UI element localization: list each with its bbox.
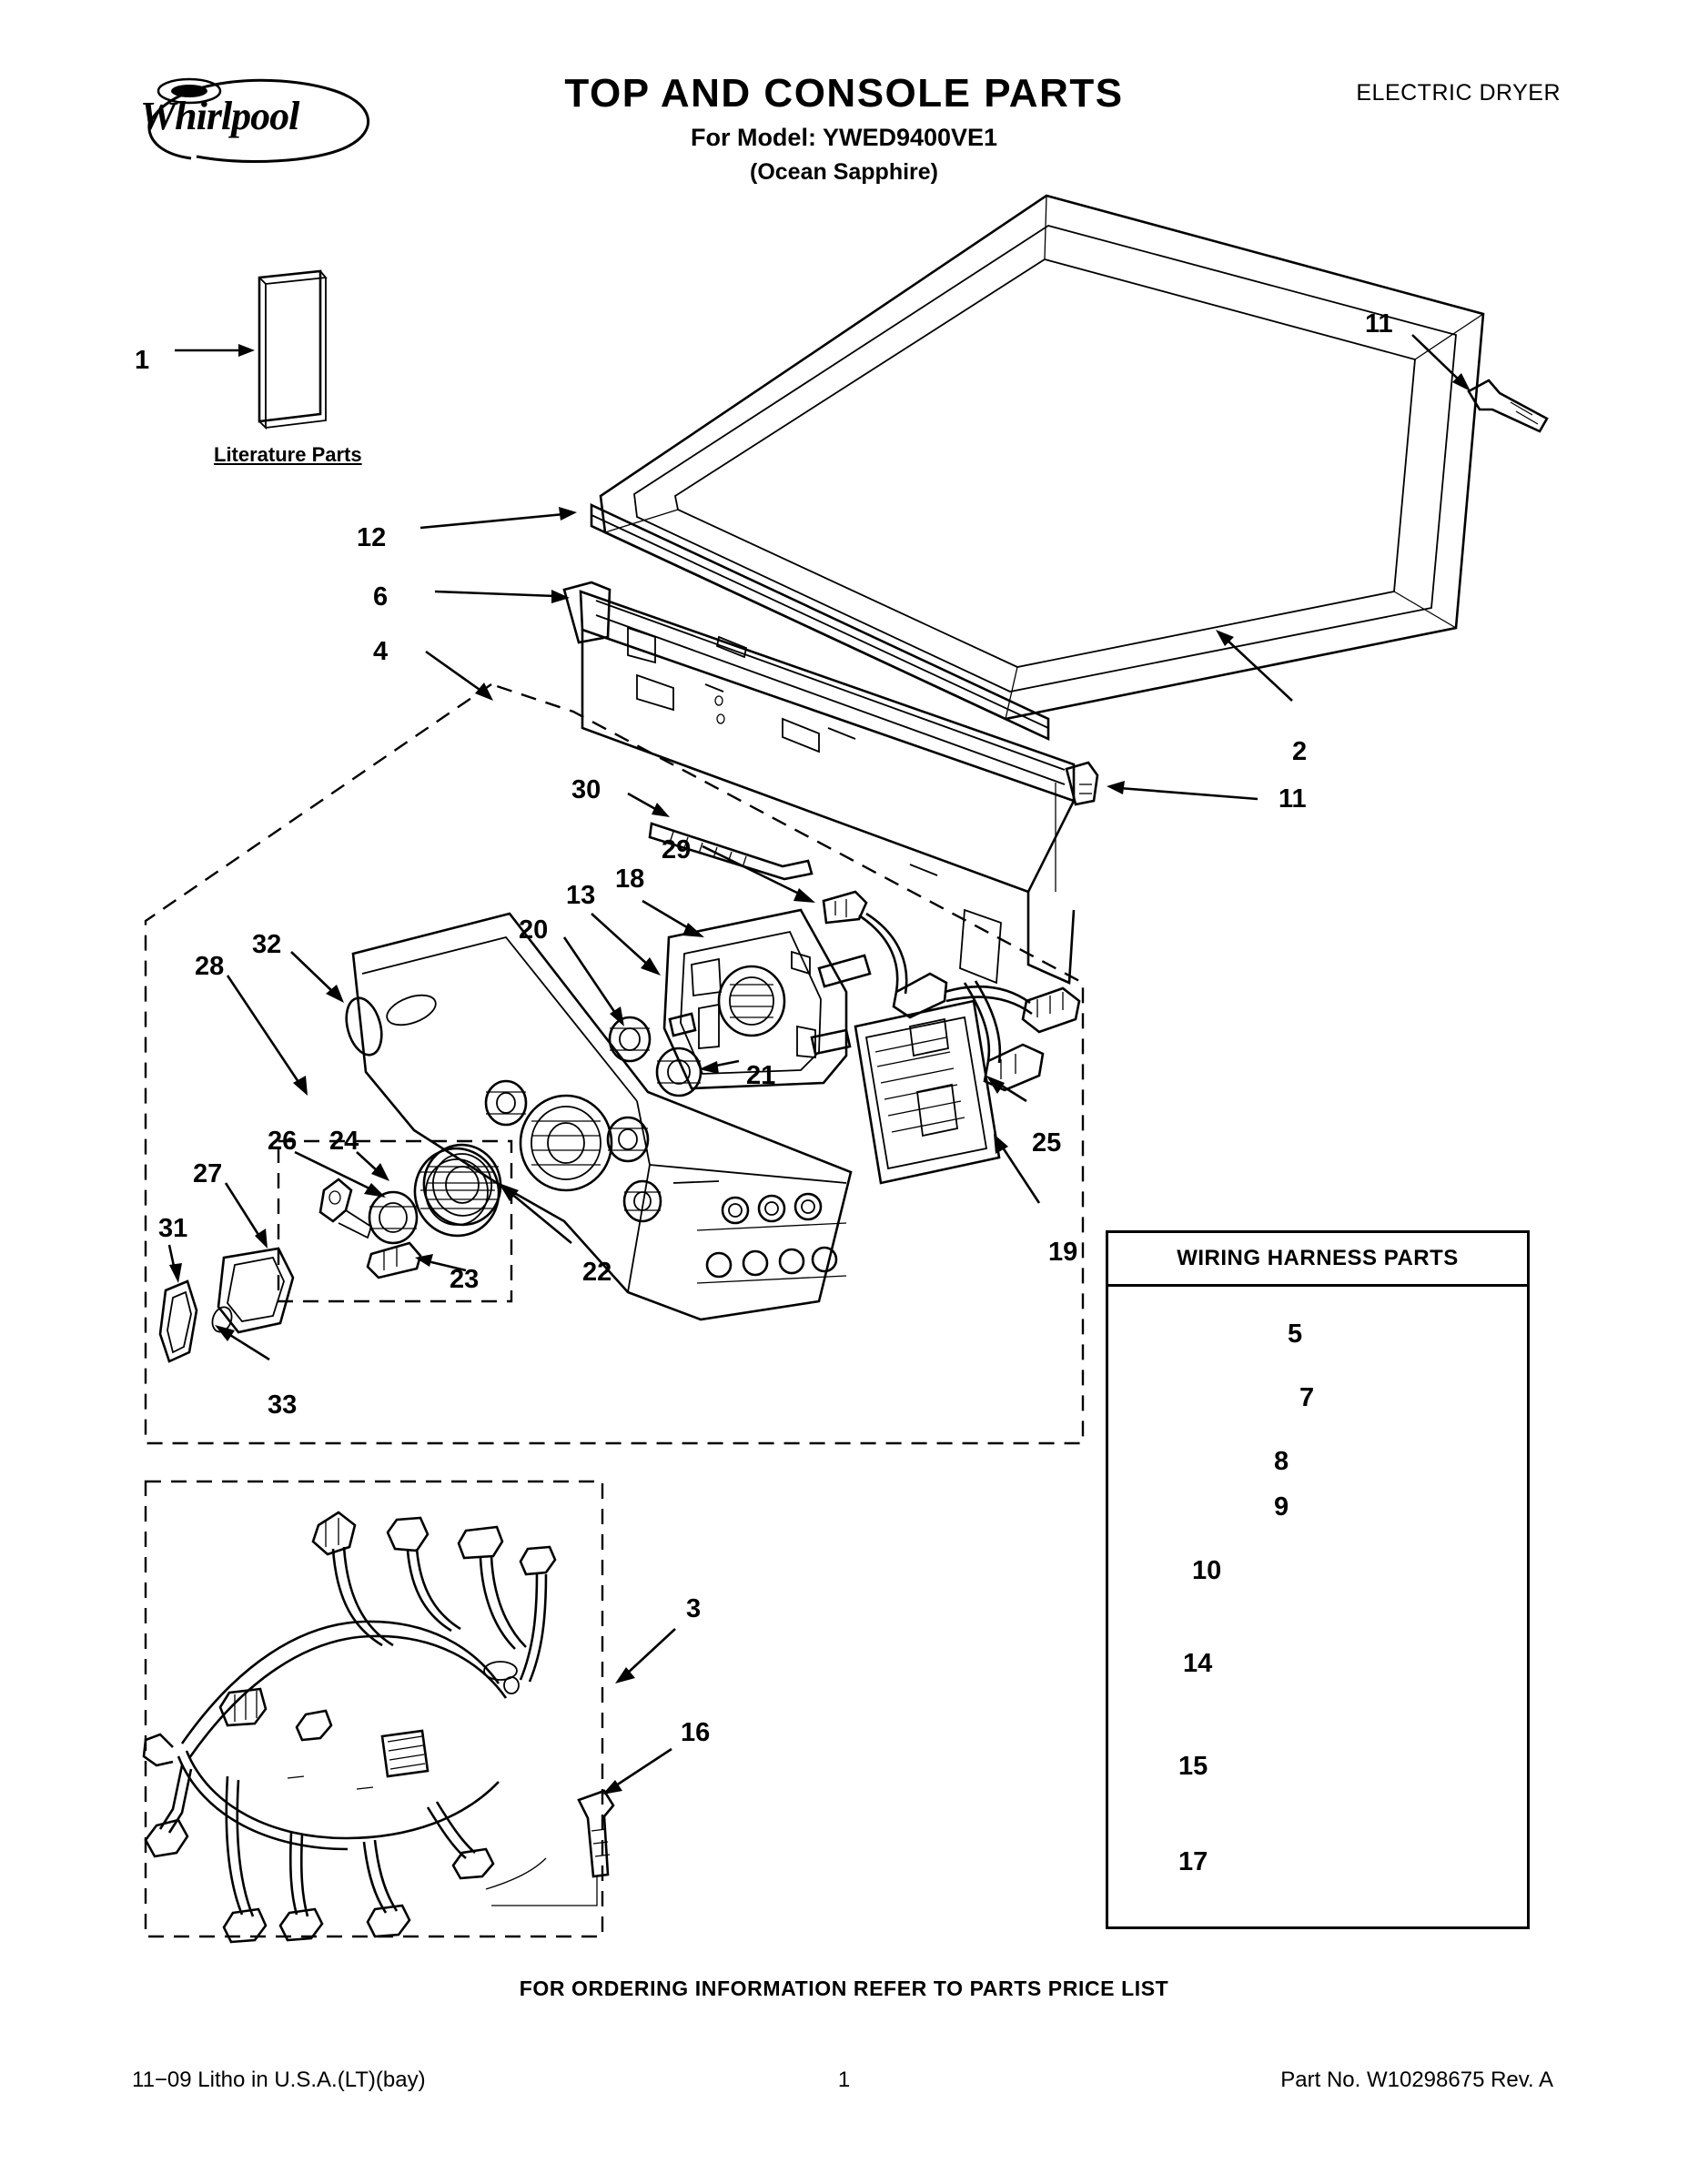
callout-number-32: 32 <box>252 930 282 959</box>
callout-number-1: 1 <box>135 346 150 375</box>
part-20-21-knobs <box>608 1012 702 1097</box>
harness-group-dashed-boundary <box>144 1480 604 1938</box>
footer-part-number: Part No. W10298675 Rev. A <box>1280 2068 1553 2092</box>
console-group-dashed-boundary <box>144 682 1085 1445</box>
callout-number-6: 6 <box>373 582 389 612</box>
callout-number-18: 18 <box>615 864 645 894</box>
page-title: TOP AND CONSOLE PARTS <box>564 71 1124 116</box>
callout-number-28: 28 <box>195 952 225 981</box>
callout-number-25: 25 <box>1032 1128 1062 1158</box>
callout-number-30: 30 <box>571 775 601 804</box>
callout-number-5: 5 <box>1288 1320 1303 1349</box>
callout-number-15: 15 <box>1178 1752 1208 1781</box>
part-27-endcap <box>211 1247 295 1334</box>
part-top-trim <box>590 502 1050 742</box>
callout-number-23: 23 <box>450 1265 480 1294</box>
part-top-panel <box>599 194 1485 721</box>
callout-number-2: 2 <box>1292 737 1308 766</box>
callout-number-7: 7 <box>1299 1383 1315 1412</box>
callout-number-17: 17 <box>1178 1847 1208 1876</box>
appliance-type: ELECTRIC DRYER <box>1356 80 1561 106</box>
callout-number-29: 29 <box>662 835 692 864</box>
callout-number-11: 11 <box>1365 309 1393 339</box>
ordering-note: FOR ORDERING INFORMATION REFER TO PARTS … <box>519 1977 1169 2000</box>
part-3-main-harness <box>142 1511 557 1944</box>
wiring-harness-divider <box>1108 1284 1527 1287</box>
part-literature <box>258 269 328 430</box>
part-console-bracket <box>562 581 1076 985</box>
callout-number-22: 22 <box>582 1258 612 1287</box>
part-31-trim <box>158 1279 198 1363</box>
part-29-console-wire <box>822 890 1081 1092</box>
footer-left-text: 11−09 Litho in U.S.A.(LT)(bay) <box>132 2068 426 2092</box>
callout-number-3: 3 <box>686 1594 702 1623</box>
part-26-bezel <box>368 1190 419 1245</box>
whirlpool-logo: Whirlpool <box>136 71 400 171</box>
part-16-screw <box>577 1789 615 1878</box>
callout-number-27: 27 <box>193 1159 223 1188</box>
wiring-harness-title: WIRING HARNESS PARTS <box>1177 1246 1459 1270</box>
callout-number-31: 31 <box>158 1214 188 1243</box>
callout-number-20: 20 <box>519 915 549 945</box>
part-screw-11b <box>1065 761 1099 806</box>
callout-number-10: 10 <box>1192 1556 1222 1585</box>
callout-number-21: 21 <box>746 1061 776 1090</box>
callout-number-13: 13 <box>566 881 596 910</box>
callout-number-19: 19 <box>1048 1238 1078 1267</box>
callout-number-4: 4 <box>373 637 389 666</box>
wiring-harness-parts-box: WIRING HARNESS PARTS <box>1106 1230 1530 1929</box>
callout-number-11: 11 <box>1279 784 1307 814</box>
callout-number-8: 8 <box>1274 1447 1289 1476</box>
color-line: (Ocean Sapphire) <box>750 159 938 185</box>
callout-number-24: 24 <box>329 1127 359 1156</box>
part-23-connector <box>366 1241 422 1279</box>
callout-number-33: 33 <box>268 1390 298 1420</box>
callout-number-9: 9 <box>1274 1492 1289 1522</box>
literature-parts-caption: Literature Parts <box>214 443 362 466</box>
part-24-clip <box>318 1178 373 1239</box>
brand-logo-text: Whirlpool <box>140 94 299 138</box>
callout-number-16: 16 <box>681 1718 711 1747</box>
callout-number-26: 26 <box>268 1127 298 1156</box>
part-screw-11a <box>1467 379 1549 433</box>
callout-number-14: 14 <box>1183 1649 1213 1678</box>
part-dial-ring <box>413 1147 500 1238</box>
part-25-pcb <box>854 999 1001 1185</box>
footer-page-number: 1 <box>837 2068 851 2092</box>
model-line: For Model: YWED9400VE1 <box>690 124 998 151</box>
callout-number-12: 12 <box>357 523 387 552</box>
